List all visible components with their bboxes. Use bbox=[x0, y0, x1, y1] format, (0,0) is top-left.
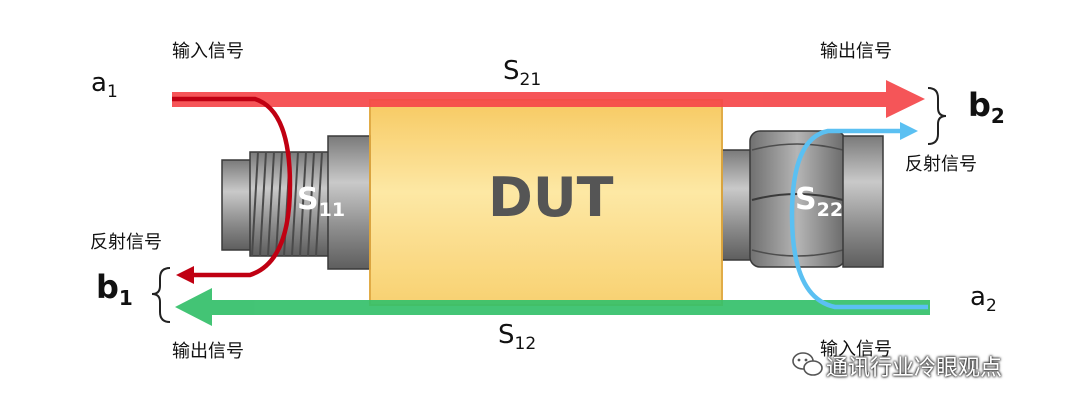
s22-reflection-head bbox=[900, 122, 918, 140]
reverse-arrow-shaft bbox=[205, 300, 930, 315]
reflect-signal-label-left: 反射信号 bbox=[90, 232, 162, 253]
wechat-icon bbox=[792, 352, 823, 376]
reflect-signal-label-right: 反射信号 bbox=[905, 154, 977, 175]
left-connector bbox=[221, 135, 371, 270]
s22-reflection-path bbox=[789, 128, 928, 310]
s11-reflection-path bbox=[172, 96, 293, 278]
b1-brace bbox=[151, 267, 171, 323]
sparam-s21: S21 bbox=[503, 56, 542, 90]
sparam-s12: S12 bbox=[498, 320, 537, 354]
port-a1: a1 bbox=[91, 68, 118, 102]
dut-label: DUT bbox=[488, 166, 614, 229]
right-hexnut-edge-top bbox=[751, 143, 844, 151]
b2-brace bbox=[927, 87, 947, 145]
sparam-s11: S11 bbox=[297, 182, 346, 221]
input-signal-label-left: 输入信号 bbox=[172, 41, 244, 62]
forward-arrow-shaft bbox=[172, 92, 894, 107]
s22-reflection-arrow bbox=[789, 122, 928, 310]
port-b1: b1 bbox=[96, 268, 133, 310]
forward-arrow bbox=[172, 80, 925, 118]
watermark-text: 通讯行业冷眼观点 bbox=[826, 356, 1003, 381]
port-a2: a2 bbox=[970, 282, 997, 316]
right-connector bbox=[721, 130, 884, 268]
reverse-arrow-head bbox=[175, 288, 212, 326]
sparam-s22: S22 bbox=[795, 182, 844, 221]
output-signal-label-right: 输出信号 bbox=[820, 41, 892, 62]
output-signal-label-left: 输出信号 bbox=[172, 341, 244, 362]
right-connector-end bbox=[842, 135, 884, 268]
dut-box bbox=[369, 99, 723, 306]
right-connector-body bbox=[721, 149, 753, 261]
s11-reflection-arrow bbox=[172, 96, 293, 284]
right-hexnut-edge bbox=[751, 193, 844, 201]
left-connector-hex bbox=[327, 135, 371, 270]
input-signal-label-right: 输入信号 bbox=[820, 339, 892, 360]
reverse-arrow bbox=[175, 288, 930, 326]
forward-arrow-head bbox=[886, 80, 925, 118]
port-b2: b2 bbox=[968, 86, 1005, 128]
s11-reflection-head bbox=[176, 266, 194, 284]
left-connector-cap bbox=[221, 159, 253, 251]
